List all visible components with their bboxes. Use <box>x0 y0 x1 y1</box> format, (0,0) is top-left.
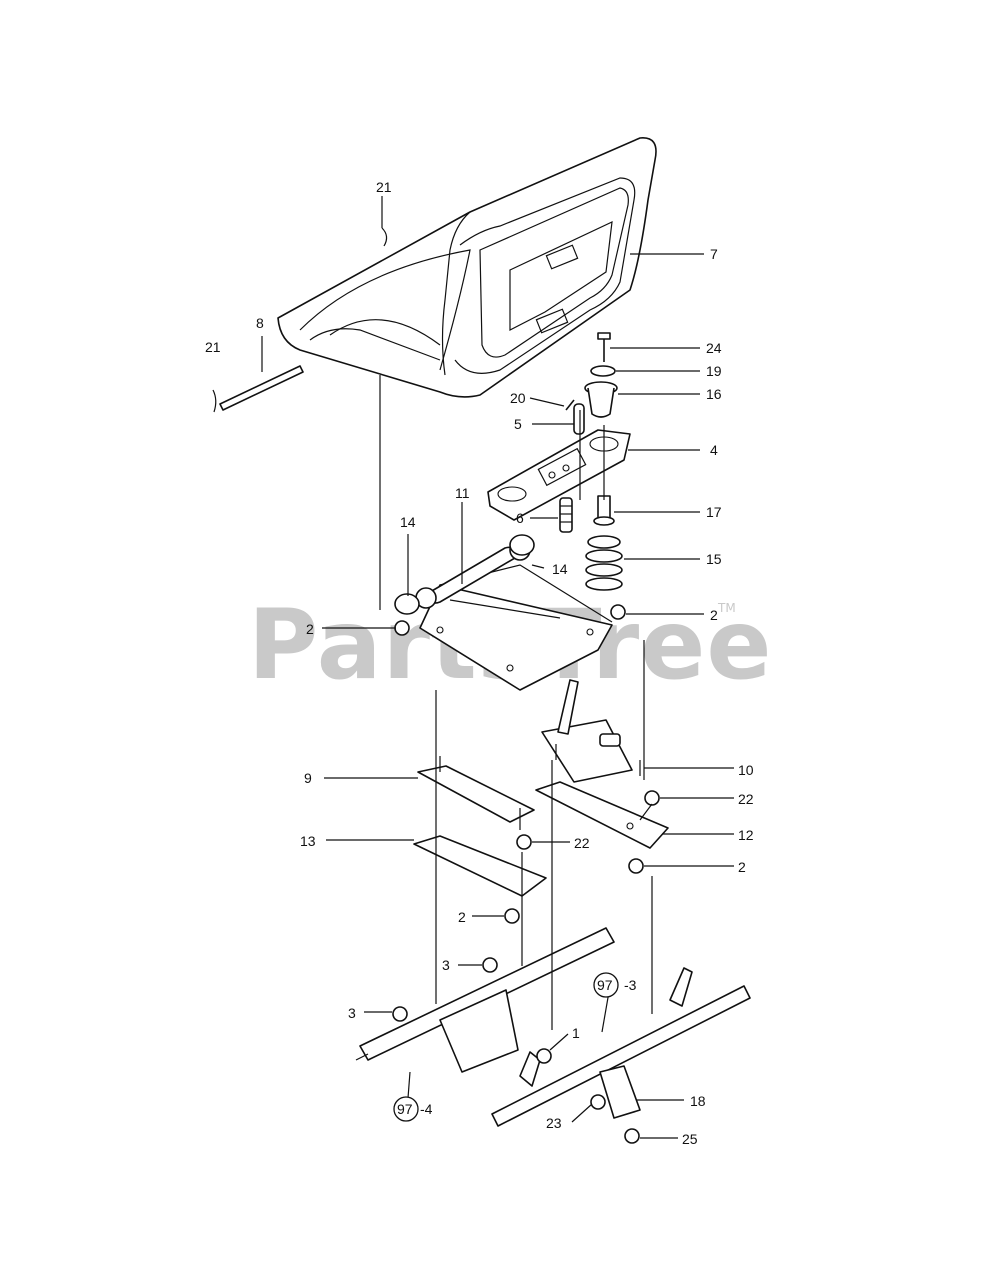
callout-2: 2 <box>458 909 466 925</box>
watermark-trademark: TM <box>717 601 736 615</box>
callout-21: 21 <box>205 339 221 355</box>
callout-22: 22 <box>574 835 590 851</box>
callout-6: 6 <box>516 510 524 526</box>
callout-7: 7 <box>710 246 718 262</box>
callout-3: 3 <box>348 1005 356 1021</box>
seat <box>277 137 657 398</box>
pivot-pin <box>212 365 304 413</box>
slide-rail-left-upper <box>417 756 535 830</box>
circled-reference-97-4: 97 <box>393 1096 419 1122</box>
callout-14: 14 <box>400 514 416 530</box>
callout-8: 8 <box>256 315 264 331</box>
callout-18: 18 <box>690 1093 706 1109</box>
seat-bracket <box>487 429 631 521</box>
slide-rail-right-lower <box>535 781 669 874</box>
callout-10: 10 <box>738 762 754 778</box>
callout-2: 2 <box>710 607 718 623</box>
callout-97-4-suffix: -4 <box>420 1101 433 1117</box>
callout-4: 4 <box>710 442 718 458</box>
callout-20: 20 <box>510 390 526 406</box>
callout-19: 19 <box>706 363 722 379</box>
pivot-hardware-stack <box>565 332 618 435</box>
callout-5: 5 <box>514 416 522 432</box>
callout-13: 13 <box>300 833 316 849</box>
frame-crossmember-left <box>355 927 615 1073</box>
callout-14: 14 <box>552 561 568 577</box>
callout-16: 16 <box>706 386 722 402</box>
callout-1: 1 <box>572 1025 580 1041</box>
callout-21: 21 <box>376 179 392 195</box>
callout-23: 23 <box>546 1115 562 1131</box>
callout-97-3-suffix: -3 <box>624 977 637 993</box>
seat-pan <box>394 534 626 691</box>
slide-rail-right-upper <box>541 679 641 783</box>
callout-3: 3 <box>442 957 450 973</box>
circled-reference-97-3: 97 <box>593 972 619 998</box>
callout-25: 25 <box>682 1131 698 1147</box>
assembly-lines <box>379 375 653 1030</box>
callout-2: 2 <box>738 859 746 875</box>
callout-2: 2 <box>306 621 314 637</box>
callout-9: 9 <box>304 770 312 786</box>
callout-22: 22 <box>738 791 754 807</box>
slide-rail-left-lower <box>413 834 547 924</box>
svg-text:97: 97 <box>397 1101 413 1117</box>
callout-17: 17 <box>706 504 722 520</box>
callout-15: 15 <box>706 551 722 567</box>
callout-labels: 21 8 21 7 24 19 20 16 5 4 11 6 17 14 14 … <box>205 179 754 1147</box>
hair-clip <box>381 227 388 247</box>
springs <box>559 495 623 591</box>
callout-24: 24 <box>706 340 722 356</box>
callout-12: 12 <box>738 827 754 843</box>
mounting-bracket <box>590 1065 641 1144</box>
frame-crossmember-right <box>491 967 751 1127</box>
svg-text:97: 97 <box>597 977 613 993</box>
callout-11: 11 <box>455 485 470 501</box>
